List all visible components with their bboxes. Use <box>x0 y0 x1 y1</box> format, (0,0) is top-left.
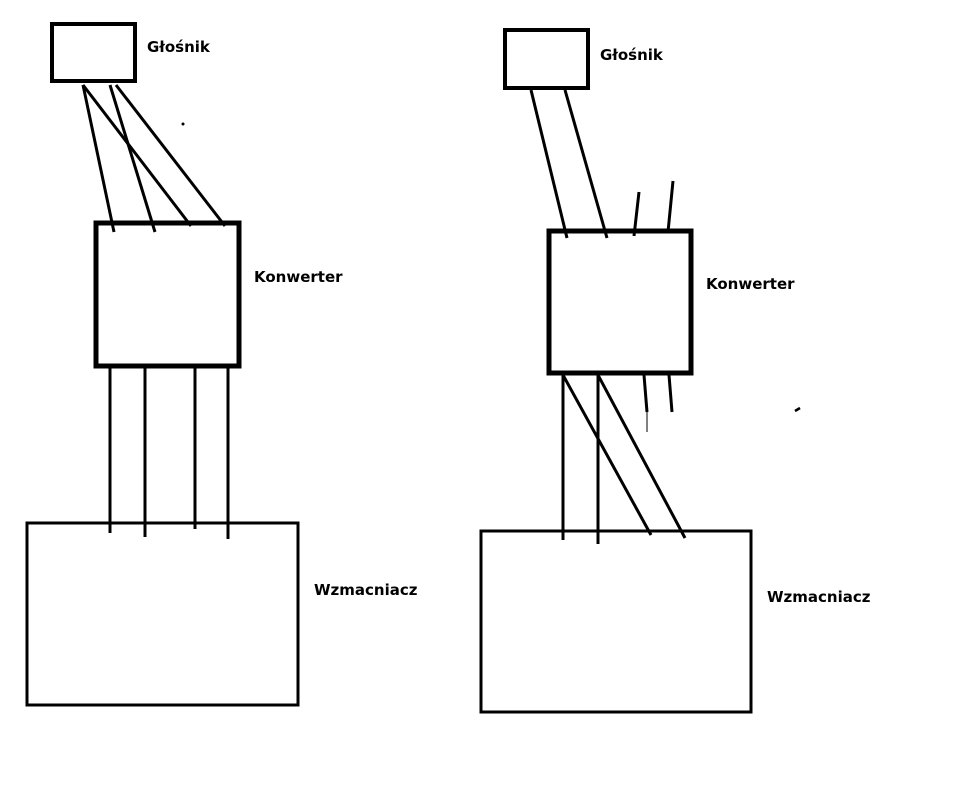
wire <box>114 84 227 227</box>
left-diagram: Głośnik Konwerter Wzmacniacz <box>25 22 418 707</box>
left-amplifier-label: Wzmacniacz <box>314 581 418 599</box>
right-speaker-label: Głośnik <box>600 46 664 64</box>
wire <box>81 84 193 227</box>
right-bottom-stub-wires <box>642 374 674 432</box>
right-converter-box <box>546 228 694 376</box>
right-diagram: Głośnik Konwerter Wzmacniacz <box>479 28 871 714</box>
stub-wire <box>666 180 675 233</box>
left-speaker-label: Głośnik <box>147 38 211 56</box>
stub-wire <box>642 374 649 413</box>
wire <box>529 89 569 239</box>
wire <box>81 84 116 233</box>
left-speaker-converter-wires <box>81 84 227 233</box>
right-amplifier-label: Wzmacniacz <box>767 588 871 606</box>
stray-mark <box>794 406 801 413</box>
stray-dot <box>181 122 185 126</box>
wire <box>596 374 687 539</box>
left-speaker-box <box>50 22 137 83</box>
right-speaker-converter-wires <box>529 89 609 239</box>
wire <box>563 89 609 239</box>
right-top-stub-wires <box>632 180 675 237</box>
right-speaker-box <box>503 28 590 90</box>
left-converter-label: Konwerter <box>254 268 343 286</box>
left-converter-box <box>93 220 242 369</box>
wire <box>561 374 653 536</box>
stub-wire <box>667 374 674 413</box>
right-converter-label: Konwerter <box>706 275 795 293</box>
right-converter-amplifier-wires <box>561 374 687 544</box>
left-amplifier-box <box>25 521 300 707</box>
wire <box>108 84 157 233</box>
left-converter-amplifier-wires <box>108 368 230 539</box>
right-amplifier-box <box>479 529 753 714</box>
